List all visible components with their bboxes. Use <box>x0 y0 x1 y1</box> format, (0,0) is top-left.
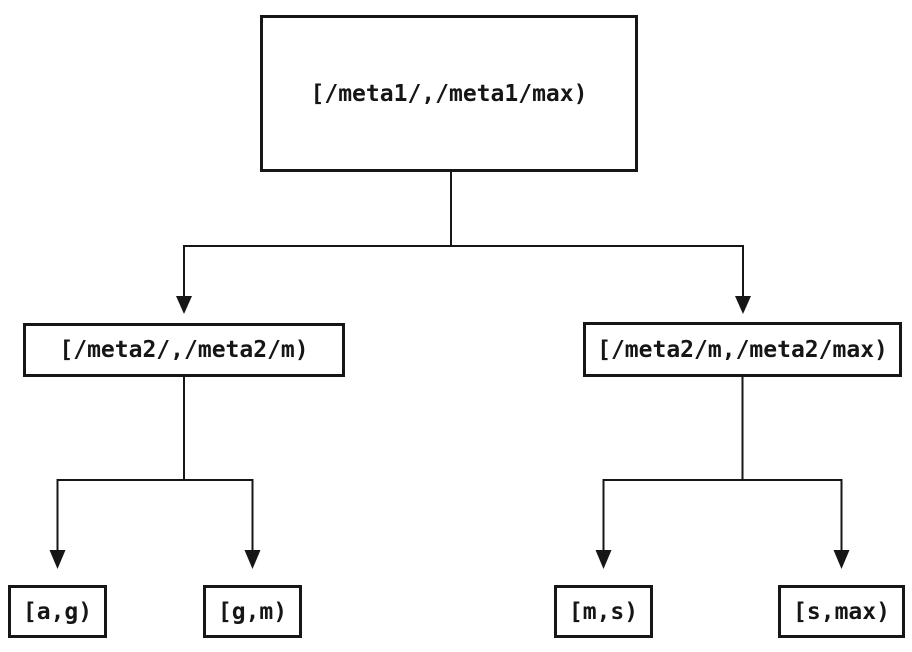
node-leaf-a-g-label: [a,g) <box>22 598 93 625</box>
node-root-label: [/meta1/,/meta1/max) <box>310 80 588 107</box>
node-meta2-left-label: [/meta2/,/meta2/m) <box>59 337 309 363</box>
node-leaf-s-max: [s,max) <box>778 585 905 638</box>
arrowhead-icon <box>176 296 192 314</box>
node-leaf-a-g: [a,g) <box>8 585 107 638</box>
arrowhead-icon <box>49 550 66 569</box>
node-leaf-s-max-label: [s,max) <box>793 598 890 625</box>
node-leaf-m-s-label: [m,s) <box>568 598 639 625</box>
node-leaf-g-m-label: [g,m) <box>217 598 288 625</box>
arrowhead-icon <box>244 550 261 569</box>
node-meta2-right-interval: [/meta2/m,/meta2/max) <box>583 322 902 377</box>
arrowhead-icon <box>833 550 850 569</box>
node-root-interval: [/meta1/,/meta1/max) <box>260 15 638 172</box>
arrowhead-icon <box>735 296 751 314</box>
node-leaf-m-s: [m,s) <box>554 585 653 638</box>
node-meta2-right-label: [/meta2/m,/meta2/max) <box>597 336 888 363</box>
arrowhead-icon <box>595 550 612 569</box>
node-leaf-g-m: [g,m) <box>203 585 302 638</box>
node-meta2-left-interval: [/meta2/,/meta2/m) <box>23 323 345 377</box>
